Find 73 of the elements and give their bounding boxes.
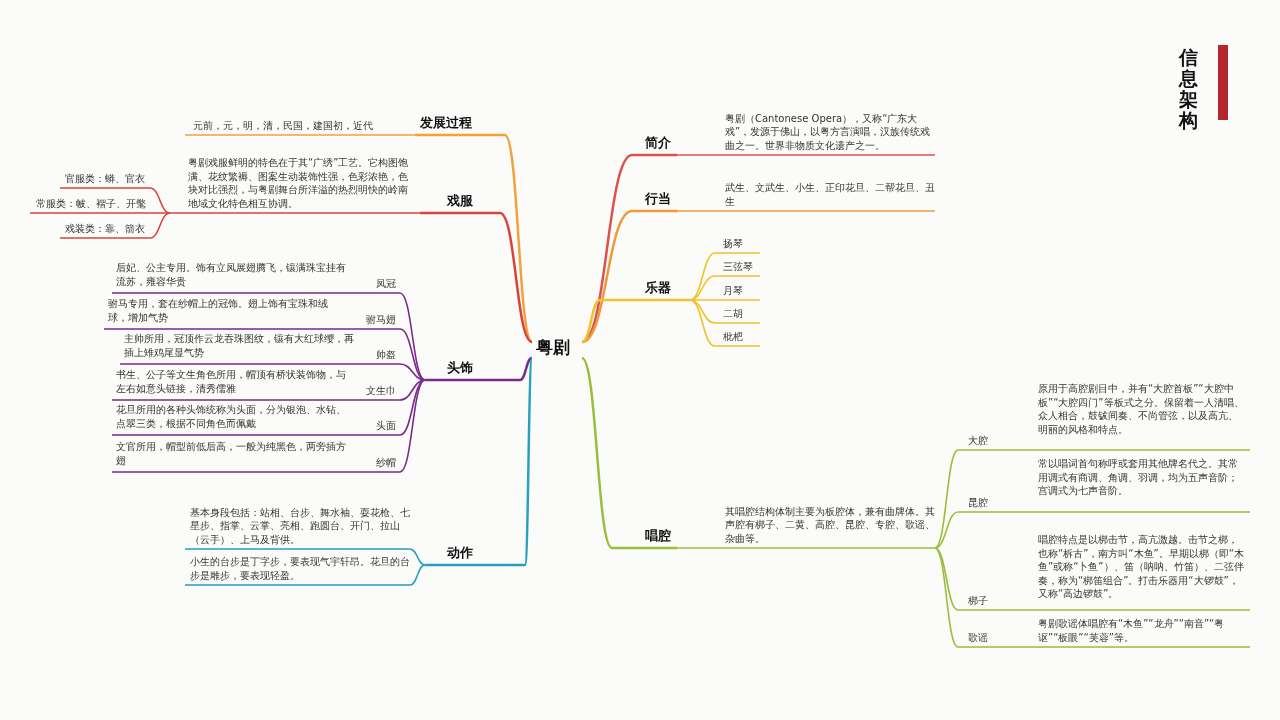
branch-note: 元前，元，明，清，民国，建国初，近代 bbox=[193, 118, 374, 132]
item-note: 粤剧歌谣体唱腔有“木鱼”“龙舟”“南音”“粤讴”“板眼”“芙蓉”等。 bbox=[1038, 617, 1226, 644]
center-topic: 粤剧 bbox=[536, 336, 571, 359]
branch-note: 小生的台步是丁字步，要表现气宇轩昂。花旦的台步是雕步，要表现轻盈。 bbox=[190, 555, 410, 582]
branch-line bbox=[415, 133, 533, 343]
branch-line bbox=[689, 299, 761, 324]
vertical-title: 信息架构 bbox=[1179, 48, 1198, 132]
branch-line bbox=[581, 298, 690, 344]
branch-line bbox=[184, 548, 426, 566]
branch-line bbox=[425, 356, 533, 382]
branch-line bbox=[581, 209, 677, 344]
branch-line bbox=[420, 211, 533, 344]
item-name: 凤冠 bbox=[376, 276, 396, 290]
branch-line bbox=[934, 449, 1251, 549]
branch-topic: 发展过程 bbox=[420, 114, 473, 132]
branch-line bbox=[676, 547, 936, 549]
branch-line bbox=[59, 187, 171, 214]
sub-item: 官服类：蟒、官衣 bbox=[65, 171, 146, 185]
sub-item: 枇杷 bbox=[723, 329, 744, 343]
branch-line bbox=[103, 328, 426, 381]
sub-item: 常服类：帔、褶子、开氅 bbox=[36, 196, 147, 210]
branch-topic: 戏服 bbox=[447, 192, 474, 210]
sub-item: 戏装类：靠、箭衣 bbox=[65, 221, 146, 235]
branch-note: 其唱腔结构体制主要为板腔体，兼有曲牌体。其声腔有梆子、二黄、高腔、昆腔、专腔、歌谣、杂曲等。 bbox=[725, 504, 935, 545]
item-name: 纱帽 bbox=[376, 455, 396, 469]
branch-line bbox=[111, 379, 426, 473]
branch-topic: 乐器 bbox=[645, 279, 672, 297]
item-name: 梆子 bbox=[968, 593, 988, 607]
branch-topic: 简介 bbox=[645, 134, 672, 152]
branch-line bbox=[581, 357, 677, 550]
sub-item: 扬琴 bbox=[723, 236, 744, 250]
branch-line bbox=[934, 547, 1251, 648]
branch-line bbox=[676, 154, 936, 156]
item-note: 后妃、公主专用。饰有立凤展翅腾飞，镶满珠宝挂有流苏，雍容华贵 bbox=[116, 261, 347, 288]
item-name: 歌谣 bbox=[968, 630, 988, 644]
branch-note: 武生、文武生、小生、正印花旦、二帮花旦、丑生 bbox=[725, 181, 935, 208]
branch-note: 基本身段包括：站相、台步、舞水袖、耍花枪、七星步、指掌、云掌、亮相、跑圆台、开门、拉山（云手）、上马及背供。 bbox=[190, 505, 410, 546]
branch-line bbox=[425, 357, 534, 567]
item-note: 主帅所用，冠顶作云龙吞珠图纹，镶有大红球缨，再插上雉鸡尾显气势 bbox=[124, 332, 355, 359]
branch-note: 粤剧（Cantonese Opera），又称“广东大戏”，发源于佛山，以粤方言演唱，汉族传统戏曲之一。世界非物质文化遗产之一。 bbox=[725, 111, 932, 152]
sub-item: 三弦琴 bbox=[723, 259, 754, 273]
item-name: 大腔 bbox=[968, 433, 988, 447]
item-note: 原用于高腔剧目中，并有“大腔首板”“大腔中板”“大腔四门”等板式之分。保留着一人清唱、众人相合，鼓钹间奏、不尚管弦，以及高亢、明丽的风格和特点。 bbox=[1038, 382, 1244, 436]
branch-note: 粤剧戏服鲜明的特色在于其“广绣”工艺。它构图饱满、花纹繁褥、图案生动装饰性强，色彩浓艳，色块对比强烈，与粤剧舞台所洋溢的热烈明快的岭南地域文化特色相互协调。 bbox=[188, 156, 410, 210]
branch-line bbox=[689, 299, 761, 347]
branch-line bbox=[169, 212, 421, 214]
branch-line bbox=[934, 511, 1251, 549]
branch-line bbox=[184, 564, 426, 586]
branch-line bbox=[184, 134, 416, 136]
item-note: 驸马专用，套在纱帽上的冠饰。翅上饰有宝珠和绒球，增加气势 bbox=[108, 297, 329, 324]
branch-line bbox=[111, 292, 426, 381]
branch-line bbox=[676, 210, 936, 212]
item-note: 花旦所用的各种头饰统称为头面，分为银泡、水钻、点翠三类，根据不同角色而佩戴 bbox=[116, 403, 347, 430]
item-note: 常以唱词首句称呼或套用其他牌名代之。其常用调式有商调、角调、羽调，均为五声音阶；宫调式为七声音阶。 bbox=[1038, 457, 1239, 498]
item-name: 头面 bbox=[376, 418, 396, 432]
branch-topic: 行当 bbox=[645, 190, 672, 208]
branch-line bbox=[29, 212, 171, 214]
item-note: 文官所用，帽型前低后高，一般为纯黑色，两旁插方翅 bbox=[116, 440, 347, 467]
branch-topic: 头饰 bbox=[447, 359, 474, 377]
item-note: 书生、公子等文生角色所用，帽顶有桥状装饰物，与左右如意头链接，清秀儒雅 bbox=[116, 368, 347, 395]
item-name: 昆腔 bbox=[968, 495, 988, 509]
item-name: 文生巾 bbox=[366, 383, 396, 397]
item-name: 帅盔 bbox=[376, 347, 396, 361]
branch-topic: 动作 bbox=[447, 544, 474, 562]
sub-item: 月琴 bbox=[723, 283, 744, 297]
branch-line bbox=[934, 547, 1251, 611]
branch-line bbox=[689, 252, 761, 301]
branch-topic: 唱腔 bbox=[645, 527, 672, 545]
sub-item: 二胡 bbox=[723, 306, 744, 320]
item-note: 唱腔特点是以梆击节，高亢激越。击节之梆，也称“柝古”，南方叫“木鱼”。早期以梆（即“木鱼”或称“卜鱼”）、笛（呐呐、竹笛）、二弦伴奏，称为“梆笛组合”。打击乐器用“大锣鼓”，又称“高边锣鼓”。 bbox=[1038, 533, 1244, 601]
branch-line bbox=[111, 379, 426, 401]
item-name: 驸马翅 bbox=[366, 312, 396, 326]
branch-line bbox=[59, 212, 171, 239]
